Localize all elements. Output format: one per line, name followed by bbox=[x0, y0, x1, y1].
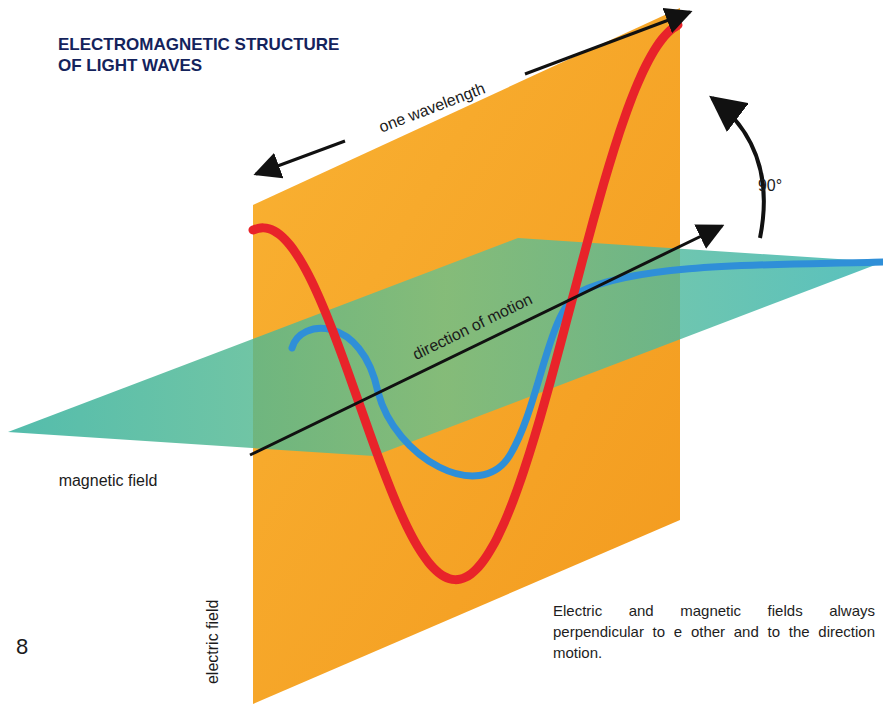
rotation-arrow bbox=[712, 98, 764, 238]
page-number: 8 bbox=[16, 635, 28, 659]
angle-label: 90° bbox=[758, 177, 782, 195]
field-label: magnetic field bbox=[59, 472, 158, 490]
magnetic-plane bbox=[8, 238, 883, 456]
wavelength-arrow bbox=[525, 12, 690, 74]
magnetic-wave bbox=[292, 262, 883, 476]
field-label: electric field bbox=[204, 600, 222, 684]
wavelength-arrow bbox=[256, 141, 345, 174]
diagram-title: ELECTROMAGNETIC STRUCTURE OF LIGHT WAVES bbox=[58, 34, 350, 76]
electric-wave bbox=[253, 25, 678, 580]
caption: Electric and magnetic fields always perp… bbox=[553, 600, 875, 663]
motion-axis bbox=[250, 226, 722, 455]
